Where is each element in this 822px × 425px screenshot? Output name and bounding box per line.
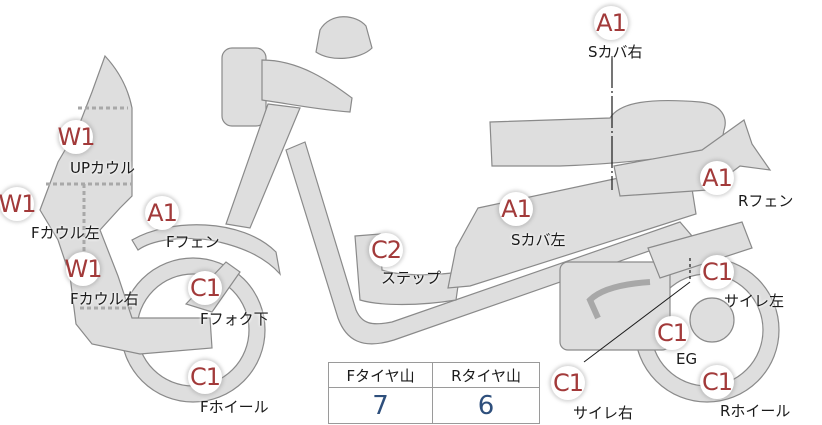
label-f-fork-lower: Fフォク下 — [200, 310, 269, 328]
label-r-wheel: Rホイール — [720, 402, 791, 420]
grade-badge-r-wheel: C1 — [700, 365, 734, 399]
grade-badge-step: C2 — [369, 233, 403, 267]
label-s-cover-right: Sカバ右 — [588, 43, 643, 61]
grade-badge-f-cowl-left: W1 — [0, 187, 37, 221]
steering-column-shape — [225, 103, 301, 229]
label-f-wheel: Fホイール — [200, 398, 269, 416]
grade-badge-f-fork-lower: C1 — [188, 271, 222, 305]
label-step: ステップ — [381, 269, 442, 287]
grade-badge-s-cover-right: A1 — [594, 6, 628, 40]
tire-tread-table: Fタイヤ山 Rタイヤ山 7 6 — [327, 362, 540, 424]
rear-tread-header: Rタイヤ山 — [432, 362, 540, 388]
muffler-shape — [647, 221, 753, 279]
front-tread-header: Fタイヤ山 — [327, 362, 434, 388]
headlight-shape — [221, 47, 267, 127]
rear-tread-value: 6 — [432, 387, 540, 424]
hub-shape — [689, 297, 735, 343]
label-muffler-right: サイレ右 — [573, 404, 634, 422]
grade-badge-up-cowl: W1 — [58, 120, 96, 154]
grade-badge-engine: C1 — [655, 316, 689, 350]
front-tread-value: 7 — [327, 387, 434, 424]
label-up-cowl: UPカウル — [70, 159, 136, 177]
label-engine: EG — [676, 350, 698, 368]
grade-badge-f-cowl-right: W1 — [65, 252, 103, 286]
rear-cover-shape — [613, 119, 772, 197]
grade-badge-r-fender: A1 — [700, 161, 734, 195]
grade-badge-f-fender: A1 — [145, 196, 179, 230]
handle-grip-shape — [315, 16, 373, 59]
seat-shape — [489, 99, 726, 167]
label-f-fender: Fフェン — [166, 233, 220, 251]
grade-badge-muffler-right: C1 — [551, 366, 585, 400]
label-s-cover-left: Sカバ左 — [511, 231, 566, 249]
grade-badge-f-wheel: C1 — [188, 360, 222, 394]
label-f-cowl-left: Fカウル左 — [31, 224, 100, 242]
grade-badge-muffler-left: C1 — [700, 255, 734, 289]
grade-badge-s-cover-left: A1 — [499, 192, 533, 226]
engine-block-shape — [559, 261, 671, 351]
front-fender-shape — [131, 224, 281, 276]
main-frame-shape — [285, 141, 694, 345]
chain-guard-shape — [586, 279, 651, 320]
label-r-fender: Rフェン — [738, 192, 794, 210]
handlebar-cover-shape — [261, 59, 353, 113]
label-f-cowl-right: Fカウル右 — [70, 290, 139, 308]
label-muffler-left: サイレ左 — [724, 292, 785, 310]
